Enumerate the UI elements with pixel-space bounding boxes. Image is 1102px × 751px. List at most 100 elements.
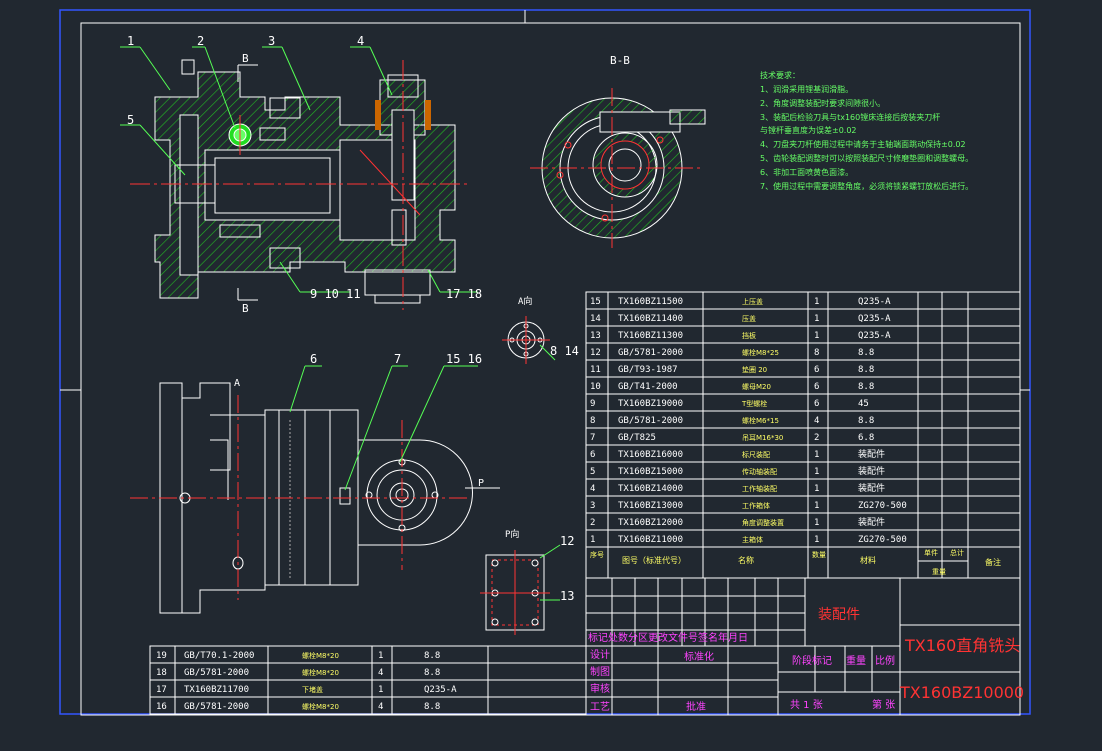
bom-row-material: 45	[858, 399, 869, 409]
lower-bom-no: 16	[156, 702, 167, 712]
bom-row-name: 上压盖	[742, 297, 763, 306]
p-view	[480, 544, 561, 635]
bom-header-no: 序号	[590, 550, 604, 559]
callout-12: 12	[560, 534, 574, 548]
sheets-total: 共 1 张	[790, 699, 823, 711]
bom-header-qty: 数量	[812, 550, 826, 559]
bom-row-name: 工作箱体	[742, 501, 770, 510]
title-block: 标记处数分区更改文件号签名年月日 设计 制图 审核 工艺 标准化 批准 装配件 …	[588, 607, 1024, 713]
weight-label: 重量	[846, 654, 866, 667]
tech-item-4: 4、刀盘夹刀杆使用过程中请务于主轴端面跳动保持±0.02	[760, 139, 966, 149]
tech-heading: 技术要求：	[760, 70, 800, 80]
callout-17-18: 17 18	[446, 287, 482, 301]
bom-row-no: 15	[590, 297, 601, 307]
role-design: 设计	[590, 648, 610, 661]
bom-row-material: Q235-A	[858, 297, 891, 307]
rev-header: 标记处数分区更改文件号签名年月日	[588, 631, 748, 644]
bom-row-qty: 6	[814, 399, 819, 409]
bom-row-material: 装配件	[858, 448, 885, 460]
callout-15-16: 15 16	[446, 352, 482, 366]
bom-row-qty: 4	[814, 416, 819, 426]
bom-row-code: TX160BZ11300	[618, 331, 683, 341]
a-view	[502, 316, 556, 364]
product-name: TX160直角铣头	[904, 636, 1020, 655]
lower-bom-name: 螺栓M8*20	[302, 651, 339, 660]
bom-row-code: GB/5781-2000	[618, 348, 683, 358]
bom-row-material: 装配件	[858, 465, 885, 477]
bom-row-code: GB/5781-2000	[618, 416, 683, 426]
bom-row-code: TX160BZ11400	[618, 314, 683, 324]
bom-row-name: 螺母M20	[742, 382, 771, 391]
bom-row-qty: 1	[814, 450, 819, 460]
bom-row-no: 1	[590, 535, 595, 545]
label-b-top: B	[242, 52, 249, 65]
lower-bom-no: 19	[156, 651, 167, 661]
bom-row-qty: 1	[814, 484, 819, 494]
title-block-grid	[585, 577, 1021, 716]
bom-table-grid	[585, 291, 1021, 579]
bom-row-material: ZG270-500	[858, 501, 907, 511]
bom-row-code: TX160BZ11500	[618, 297, 683, 307]
bom-row-code: TX160BZ13000	[618, 501, 683, 511]
bom-row-qty: 6	[814, 365, 819, 375]
bom-row-no: 2	[590, 518, 595, 528]
bom-row-name: 主箱体	[742, 535, 763, 544]
lower-bom-qty: 4	[378, 702, 383, 712]
lower-bom-qty: 1	[378, 651, 383, 661]
main-section-view	[130, 59, 470, 310]
lower-bom-no: 18	[156, 668, 167, 678]
front-view-centerlines	[130, 395, 470, 600]
bom-row-name: 垫圈 20	[742, 365, 767, 374]
bom-row-material: 8.8	[858, 382, 874, 392]
bom-header-total: 总计	[950, 548, 964, 557]
bom-row-code: GB/T93-1987	[618, 365, 678, 375]
bom-row-no: 5	[590, 467, 595, 477]
bom-row-qty: 1	[814, 518, 819, 528]
bom-row-code: TX160BZ15000	[618, 467, 683, 477]
bom-row-no: 10	[590, 382, 601, 392]
lower-bom-qty: 1	[378, 685, 383, 695]
bom-row-qty: 2	[814, 433, 819, 443]
callout-7: 7	[394, 352, 401, 366]
lower-bom-no: 17	[156, 685, 167, 695]
lower-bom-material: 8.8	[424, 668, 440, 678]
role-drafting: 制图	[590, 665, 610, 678]
lower-bom-code: TX160BZ11700	[184, 685, 249, 695]
assembly-label: 装配件	[818, 607, 860, 623]
tech-item-7: 7、使用过程中需要调整角度，必须将锁紧螺钉放松后进行。	[760, 181, 973, 191]
callout-13: 13	[560, 589, 574, 603]
lower-bom-name: 螺栓M8*20	[302, 668, 339, 677]
bom-row-material: 6.8	[858, 433, 874, 443]
callout-1: 1	[127, 34, 134, 48]
section-bb-view	[530, 88, 706, 248]
bom-row-name: T型螺栓	[741, 399, 767, 408]
tech-item-3: 3、装配后检验刀具与tx160镗床连接后按装夹刀杆	[760, 112, 940, 122]
lower-bom-name: 下堵盖	[302, 685, 323, 694]
label-p-view: P向	[505, 528, 519, 540]
front-view-leaders	[289, 365, 500, 491]
drawing-number: TX160BZ10000	[899, 683, 1024, 702]
callout-2: 2	[197, 34, 204, 48]
bom-row-no: 8	[590, 416, 595, 426]
bom-row-code: TX160BZ14000	[618, 484, 683, 494]
callout-3: 3	[268, 34, 275, 48]
sheet-number: 第 张	[872, 698, 895, 711]
bom-header-unit: 单件	[924, 548, 938, 557]
approve-label: 批准	[686, 700, 706, 713]
bom-row-code: TX160BZ12000	[618, 518, 683, 528]
tech-item-5: 5、齿轮装配调整时可以按照装配尺寸修磨垫圈和调整螺母。	[760, 153, 973, 163]
callout-5: 5	[127, 113, 134, 127]
bom-row-qty: 1	[814, 297, 819, 307]
label-p-marker: P	[478, 478, 484, 489]
label-b-bottom: B	[242, 302, 249, 315]
lower-bom-material: 8.8	[424, 702, 440, 712]
bom-row-no: 14	[590, 314, 601, 324]
bom-row-no: 3	[590, 501, 595, 511]
bom-row-name: 传动轴装配	[742, 467, 777, 476]
standardize-label: 标准化	[684, 650, 714, 663]
bom-header-material: 材料	[860, 555, 876, 565]
bom-row-name: 螺栓M8*25	[742, 348, 779, 357]
bom-row-qty: 1	[814, 314, 819, 324]
